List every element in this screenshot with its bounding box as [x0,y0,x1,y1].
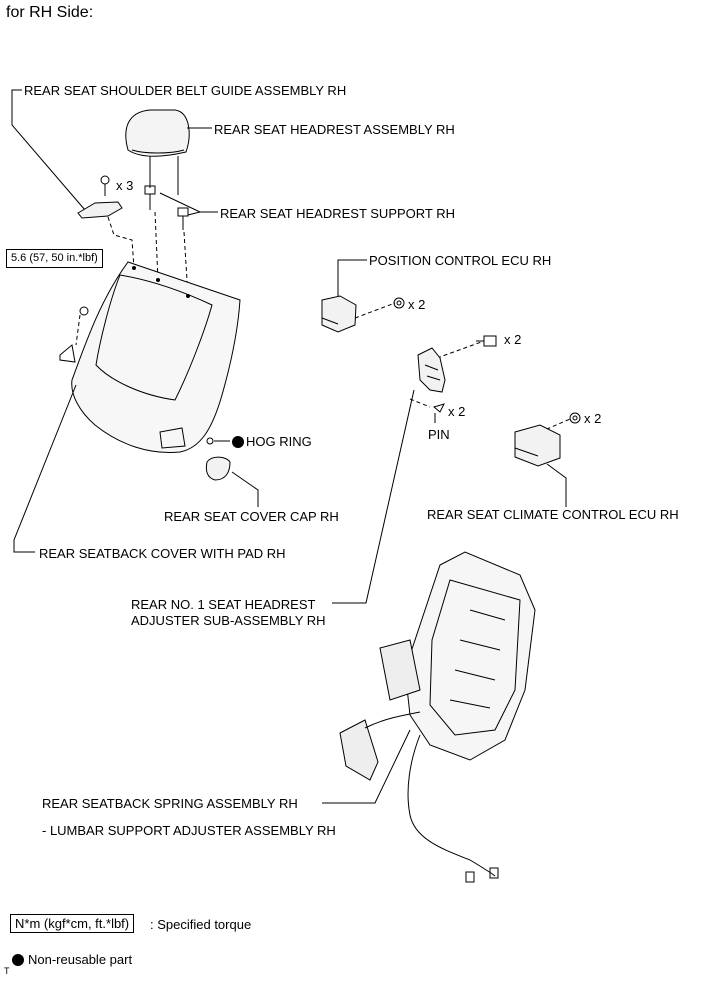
qty-nuts-climate-ecu: x 2 [584,411,602,426]
qty-pins: x 2 [448,404,466,419]
label-lumbar-support: - LUMBAR SUPPORT ADJUSTER ASSEMBLY RH [42,823,336,838]
label-spring-assembly: REAR SEATBACK SPRING ASSEMBLY RH [42,796,298,811]
headrest-assembly-drawing [125,109,190,195]
label-headrest-support: REAR SEAT HEADREST SUPPORT RH [220,206,456,221]
label-headrest-assembly: REAR SEAT HEADREST ASSEMBLY RH [214,122,455,137]
legend-non-reusable-icon [12,954,24,966]
qty-screws-belt-guide: x 3 [116,178,134,193]
page-title: for RH Side: [6,4,94,21]
label-shoulder-belt-guide: REAR SEAT SHOULDER BELT GUIDE ASSEMBLY R… [24,83,347,98]
non-reusable-mark-icon [232,436,244,448]
label-seatback-cover: REAR SEATBACK COVER WITH PAD RH [39,546,286,561]
label-position-control-ecu: POSITION CONTROL ECU RH [369,253,552,268]
hog-ring-drawing [206,437,214,445]
label-headrest-adjuster-line1: REAR NO. 1 SEAT HEADREST [131,597,316,612]
label-climate-control-ecu: REAR SEAT CLIMATE CONTROL ECU RH [427,507,679,522]
label-hog-ring: HOG RING [246,434,312,449]
nut-drawing [79,306,89,316]
seatback-spring-frame-drawing [339,551,536,883]
legend-torque-desc: : Specified torque [150,917,252,932]
climate-control-ecu-drawing [514,424,561,467]
footer-mark: T [4,966,10,976]
belt-guide-drawing [77,201,123,219]
qty-nuts-position-ecu: x 2 [408,297,426,312]
screw-drawing [100,175,110,196]
torque-spec-box: 5.6 (57, 50 in.*lbf) [6,249,103,268]
label-pin: PIN [428,427,450,442]
legend-non-reusable-desc: Non-reusable part [28,952,133,967]
legend-torque-unit: N*m (kgf*cm, ft.*lbf) [10,914,135,933]
seatback-cover-drawing [59,261,241,454]
label-headrest-adjuster-line2: ADJUSTER SUB-ASSEMBLY RH [131,613,326,628]
cover-cap-drawing [205,456,231,481]
position-control-ecu-drawing [321,295,357,333]
label-cover-cap: REAR SEAT COVER CAP RH [164,509,339,524]
headrest-adjuster-drawing [417,347,446,393]
qty-bolts-adjuster: x 2 [504,332,522,347]
